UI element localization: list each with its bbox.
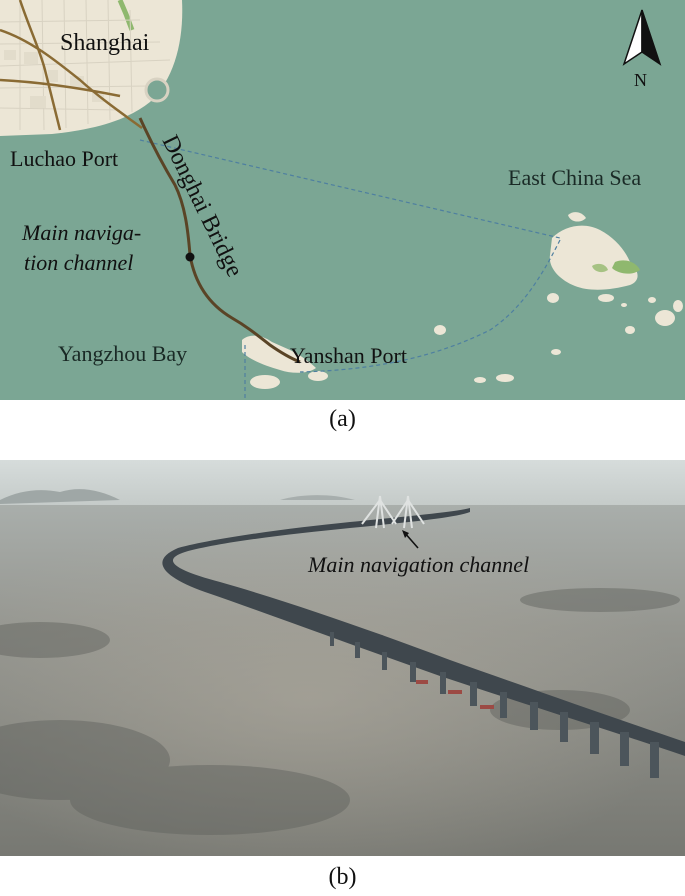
bridge-deck bbox=[162, 508, 685, 756]
small-islands-east bbox=[547, 293, 683, 334]
north-arrow-icon: N bbox=[622, 9, 662, 90]
bridge-piers bbox=[330, 632, 659, 778]
cable-stayed-towers bbox=[361, 495, 425, 529]
label-east-china-sea: East China Sea bbox=[508, 165, 641, 190]
label-main-channel-line1: Main naviga- bbox=[21, 220, 141, 245]
caption-b: (b) bbox=[328, 864, 357, 890]
label-yanshan-port: Yanshan Port bbox=[290, 343, 407, 368]
map-canvas: Shanghai Luchao Port Donghai Bridge Main… bbox=[0, 0, 685, 400]
north-label: N bbox=[634, 70, 647, 90]
pier-bases bbox=[416, 680, 494, 709]
distant-hills bbox=[0, 489, 120, 504]
aerial-photo: Main navigation channel bbox=[0, 460, 685, 856]
island-vegetation bbox=[592, 263, 608, 273]
zhoushan-island bbox=[549, 225, 638, 290]
urban-blocks bbox=[4, 50, 104, 108]
island-vegetation bbox=[612, 260, 640, 274]
donghai-bridge-line bbox=[138, 117, 301, 364]
label-main-channel-line2: tion channel bbox=[24, 250, 133, 275]
label-luchao-port: Luchao Port bbox=[10, 146, 118, 171]
annotation-arrowhead bbox=[402, 530, 409, 538]
small-islands-west bbox=[250, 325, 561, 389]
annotation-main-channel: Main navigation channel bbox=[307, 552, 529, 577]
label-yangzhou-bay: Yangzhou Bay bbox=[58, 341, 187, 366]
label-shanghai: Shanghai bbox=[60, 30, 150, 56]
map-panel: Shanghai Luchao Port Donghai Bridge Main… bbox=[0, 0, 685, 400]
distant-hills bbox=[280, 495, 355, 500]
channel-marker-icon bbox=[185, 252, 195, 262]
dishui-lake bbox=[144, 77, 170, 103]
small-island bbox=[568, 212, 586, 222]
shipping-routes bbox=[139, 139, 561, 400]
photo-panel: Main navigation channel bbox=[0, 460, 685, 856]
sun-glare bbox=[0, 505, 685, 856]
major-roads bbox=[0, 0, 143, 131]
yangshan-island bbox=[242, 335, 316, 373]
caption-a: (a) bbox=[329, 406, 356, 432]
